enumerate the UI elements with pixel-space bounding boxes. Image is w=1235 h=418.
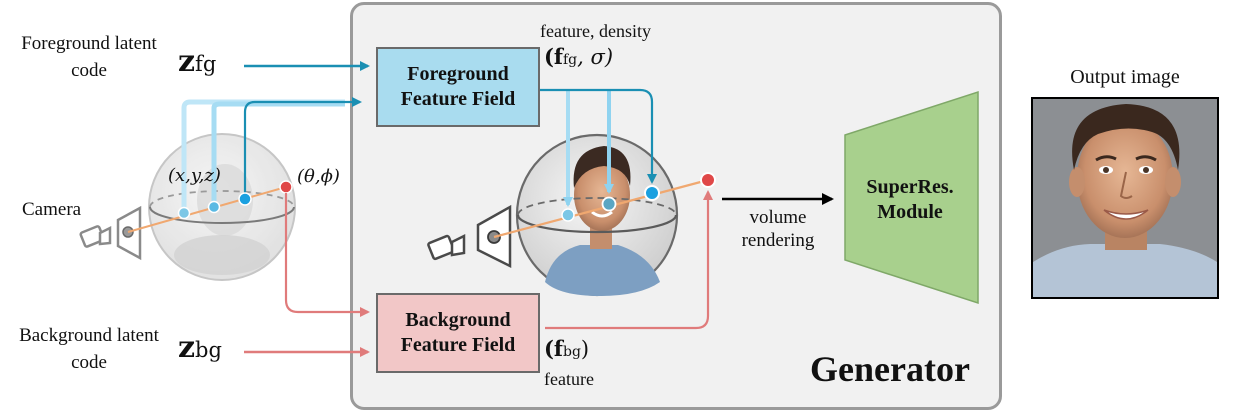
superres-module-shape [844, 90, 979, 305]
camera-ray-right [493, 178, 709, 239]
sample-point [644, 185, 660, 201]
sample-point [238, 192, 252, 206]
input-sphere [148, 133, 296, 281]
sample-point [601, 196, 617, 212]
fg-output-symbol: (ffg, σ) [544, 44, 614, 69]
foreground-latent-label: Foreground latent code [21, 33, 157, 81]
sample-point [177, 206, 191, 220]
foreground-feature-field-label: Foreground Feature Field [400, 63, 516, 110]
angles-label: (θ,ϕ) [297, 166, 340, 187]
camera-ray-left [127, 186, 287, 233]
z-fg-symbol: zfg [178, 44, 217, 79]
background-feature-field-label: Background Feature Field [400, 309, 516, 356]
background-point [700, 172, 716, 188]
output-image [1031, 97, 1219, 299]
output-image-title: Output image [1070, 66, 1180, 88]
bg-output-caption: feature [544, 369, 594, 389]
coords-label: (x,y,z) [168, 165, 221, 186]
generator-title: Generator [810, 349, 970, 389]
foreground-feature-field: Foreground Feature Field [376, 47, 540, 127]
background-latent-label: Background latent code [19, 325, 159, 373]
z-bg-symbol: zbg [178, 330, 222, 365]
background-point [279, 180, 293, 194]
sample-point [207, 200, 221, 214]
camera-label: Camera [22, 199, 82, 220]
fg-output-caption: feature, density [540, 21, 651, 41]
sample-point [561, 208, 575, 222]
rendering-sphere [515, 133, 679, 297]
background-feature-field: Background Feature Field [376, 293, 540, 373]
superres-module-label: SuperRes. Module [866, 176, 954, 223]
bg-output-symbol: (fbg) [544, 336, 590, 361]
volume-rendering-label: volume rendering [741, 207, 815, 251]
